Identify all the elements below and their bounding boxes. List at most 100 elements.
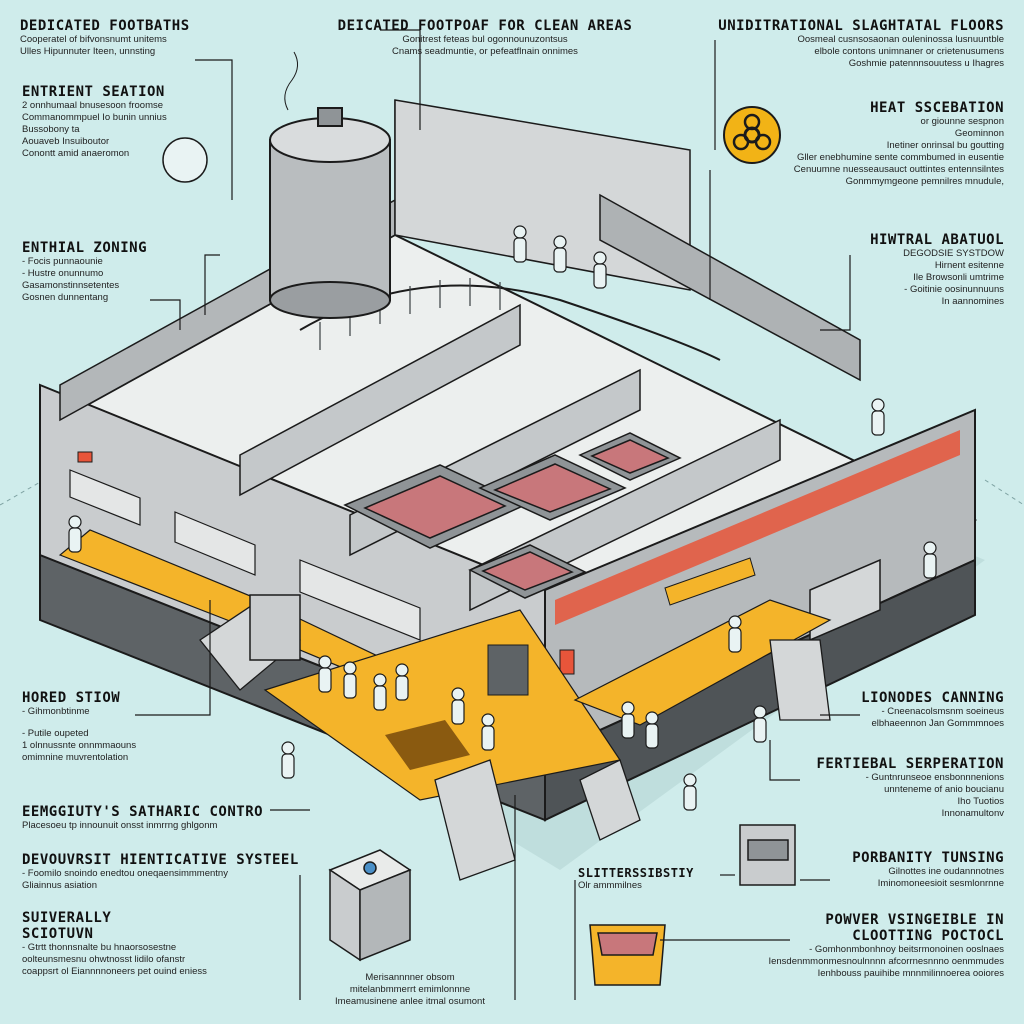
steam-plume <box>284 51 298 111</box>
stair-front-right <box>579 759 641 841</box>
label-line: mitelanbmmerrt emimlonnne <box>349 984 471 995</box>
label-line: elbhaeennon Jan Gommmnoes <box>871 718 1004 729</box>
worker-15 <box>923 541 937 579</box>
label-title: HIWTRAL ABATUOL <box>870 232 1004 248</box>
worker-14 <box>871 398 885 436</box>
label-line: - Hustre onunnumo <box>22 268 104 279</box>
label-line: unnteneme of anio boucianu <box>884 784 1004 795</box>
label-entrient-seation: ENTRIENT SEATION 2 onnhumaal bnusesoon f… <box>22 84 222 160</box>
entry-canopy <box>664 557 756 606</box>
label-line: Gonitrest feteas bul ogonnounuzontsus <box>402 34 568 45</box>
label-line: Gosnen dunnentang <box>22 292 109 303</box>
label-enthial-zoning: ENTHIAL ZONING - Focis punnaounie - Hust… <box>22 240 182 304</box>
label-line: Olr ammmilnes <box>578 880 642 891</box>
label-title: HORED STIOW <box>22 690 121 706</box>
label-line: Aouaveb Insuiboutor <box>22 136 110 147</box>
label-center-bottom: Merisannnner obsom mitelanbmmerrt emimlo… <box>310 972 510 1008</box>
main-doorway <box>487 644 529 696</box>
label-line: Gliainnus asiation <box>22 880 97 891</box>
label-line: Gller enebhumine sente commbumed in euse… <box>796 152 1004 163</box>
ground-guide-right <box>984 479 1024 506</box>
label-line: Goshmie patennnsouutess u Ihagres <box>848 58 1004 69</box>
label-title: ENTRIENT SEATION <box>22 84 165 100</box>
worker-4 <box>373 673 387 711</box>
label-line: - Guntnrunseoe ensbonnnenions <box>865 772 1004 783</box>
label-title: DEICATED FOOTPOAF FOR CLEAN AREAS <box>337 18 633 34</box>
label-title: PORBANITY TUNSING <box>852 850 1004 866</box>
label-unidirectional-floors: UNIDITRATIONAL SLAGHTATAL FLOORS Oosmeal… <box>690 18 1004 70</box>
label-line: Gasamonstinnsetentes <box>22 280 120 291</box>
label-heat-separation: HEAT SSCEBATION or giounne sespnon Geomi… <box>720 100 1004 188</box>
worker-16 <box>513 225 527 263</box>
label-line: Bussobony ta <box>22 124 80 135</box>
label-line: - Focis punnaounie <box>22 256 103 267</box>
worker-12 <box>753 705 767 743</box>
label-line: oolteunsmesnu ohwtnosst lidilo ofanstr <box>22 954 186 965</box>
worker-9 <box>728 615 742 653</box>
rear-right-wall <box>599 193 861 382</box>
worker-3 <box>343 661 357 699</box>
leader-fertibal <box>769 740 800 781</box>
worker-2 <box>318 655 332 693</box>
leader-zoning-2 <box>150 299 181 330</box>
worker-7 <box>481 713 495 751</box>
label-title: DEDICATED FOOTBATHS <box>20 18 190 34</box>
label-title: LIONODES CANNING <box>861 690 1004 706</box>
label-line: or giounne sespnon <box>920 116 1004 127</box>
meat-bin-1-contents <box>363 475 507 539</box>
label-hiwtral-abatuol: HIWTRAL ABATUOL DEGODSIE SYSTDOW Hirnent… <box>820 232 1004 308</box>
label-title: POWVER VSINGEIBLE IN CLOOTTING POCTOCL <box>825 912 1004 944</box>
inspection-box-window <box>747 839 789 861</box>
silo-vent <box>317 107 343 127</box>
label-line: Ienhbouss pauihibe mnnmilinnoerea ooiore… <box>817 968 1004 979</box>
label-line: Conontt amid anaeromon <box>22 148 130 159</box>
leader-footpath <box>380 29 421 130</box>
label-line: Commanommpuel Io bunin unnius <box>22 112 167 123</box>
label-line: - Gtrtt thonnsnalte bu hnaorsosestne <box>22 942 177 953</box>
label-line: Imeamusinene anlee itmal osumont <box>335 996 485 1007</box>
leader-zoning <box>204 254 220 315</box>
label-line: coappsrt ol Eiannnnoneers pet ouind enie… <box>22 966 207 977</box>
warning-light-2 <box>559 649 575 675</box>
label-line: Innonamultonv <box>941 808 1004 819</box>
label-line: elbole contons unimnaner or crietenusume… <box>814 46 1004 57</box>
label-title: HEAT SSCEBATION <box>870 100 1004 116</box>
worker-10 <box>621 701 635 739</box>
label-line: Gilnottes ine oudannnotnes <box>888 866 1004 877</box>
label-title: DEVOUVRSIT HIENTICATIVE SYSTEEL <box>22 852 299 868</box>
worker-11 <box>645 711 659 749</box>
worker-18 <box>593 251 607 289</box>
worker-13 <box>683 773 697 811</box>
label-line: - Cneenacolsmsnm soeineus <box>881 706 1004 717</box>
label-line: - Gomhonmbonhnoy beitsrmonoinen ooslnaes <box>809 944 1004 955</box>
worker-17 <box>553 235 567 273</box>
label-line: Cenuumne nuesseausauct outtintes entenns… <box>793 164 1004 175</box>
label-dedicated-footpath: DEICATED FOOTPOAF FOR CLEAN AREAS Gonitr… <box>320 18 650 58</box>
meat-bin-3-contents <box>481 551 574 591</box>
label-line: omimnine muvrentolation <box>22 752 129 763</box>
biohazard-icon-lobe-1 <box>743 113 761 131</box>
window-left-3 <box>299 559 421 641</box>
stair-right <box>769 639 831 721</box>
label-title: FERTIEBAL SERPERATION <box>816 756 1004 772</box>
foot-wash-icon <box>162 137 208 183</box>
window-left-1 <box>69 469 141 526</box>
worker-5 <box>395 663 409 701</box>
walkway-right <box>573 599 832 726</box>
leader-hored <box>135 600 211 716</box>
label-line: - Putile oupeted <box>22 728 89 739</box>
label-emergency-sanitary-control: EEMGGIUTY'S SATHARIC CONTRO Placesoeu tp… <box>22 804 292 832</box>
meat-bin-4-contents <box>590 439 670 474</box>
control-unit-right <box>359 868 411 962</box>
biohazard-icon-lobe-2 <box>732 133 750 151</box>
label-dedicated-footbaths: DEDICATED FOOTBATHS Cooperatel of bifvon… <box>20 18 240 58</box>
partition-a <box>239 303 521 497</box>
label-line: Cnams seadmuntie, or pefeatflnain onnime… <box>392 46 578 57</box>
leader-footbaths <box>195 59 233 200</box>
label-line: Ile Browsonli umtrime <box>913 272 1004 283</box>
red-safety-band <box>555 430 960 625</box>
label-power-vsingeble: POWVER VSINGEIBLE IN CLOOTTING POCTOCL -… <box>760 912 1004 980</box>
label-line: In aannomines <box>941 296 1004 307</box>
window-left-2 <box>174 511 256 576</box>
